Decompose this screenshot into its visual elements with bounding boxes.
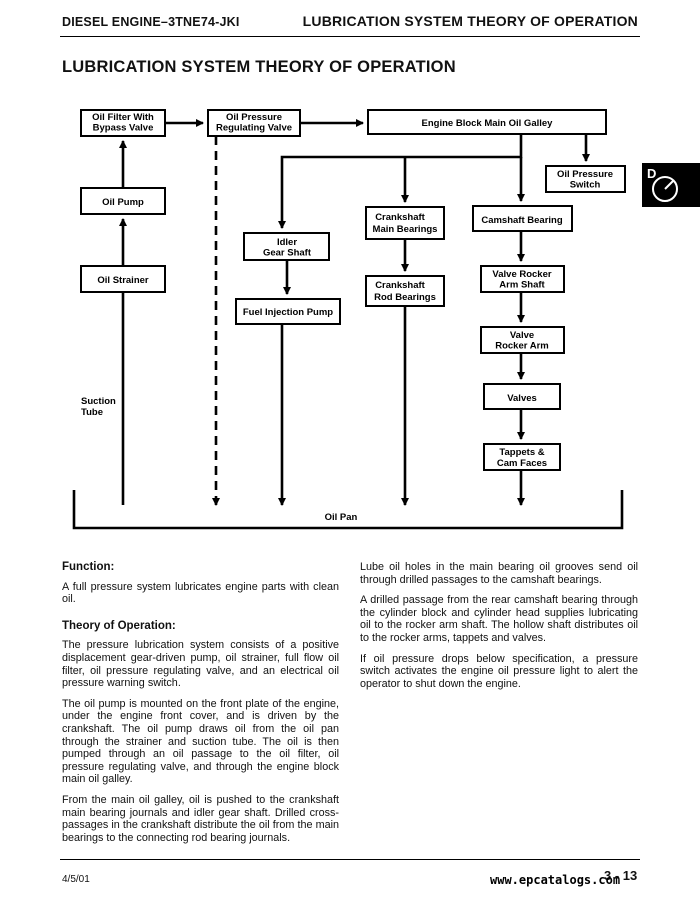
rocker-shaft-label-2: Arm Shaft	[499, 280, 545, 291]
engine-gauge-icon	[652, 176, 678, 202]
function-heading: Function:	[62, 561, 115, 573]
section-tab: D	[642, 163, 700, 207]
main-gallery-box	[367, 109, 607, 135]
fuel-pump-box	[235, 298, 341, 325]
crank-rod-label-1: Crankshaft	[375, 280, 425, 291]
rocker-shaft-box	[480, 265, 565, 293]
valves-box	[483, 383, 561, 410]
theory-paragraph-3: From the main oil galley, oil is pushed …	[62, 793, 339, 844]
footer-divider	[60, 859, 640, 860]
section-tab-label: D	[647, 166, 657, 181]
function-body: A full pressure system lubricates engine…	[62, 580, 339, 606]
pressure-switch-box	[545, 165, 626, 193]
suction-tube-label-1: Suction	[81, 396, 116, 407]
tappets-label-1: Tappets &	[499, 447, 544, 458]
footer-page-number: 3 - 13	[604, 868, 638, 883]
pressure-valve-box	[207, 109, 301, 137]
svg-text:Tappets &Cam Faces: Tappets &Cam Faces	[497, 447, 547, 469]
header-manual-title: DIESEL ENGINE–3TNE74-JKI	[62, 15, 240, 29]
header-divider	[60, 36, 640, 37]
pressure-valve-label-2: Regulating Valve	[216, 123, 292, 134]
oil-filter-label-2: Bypass Valve	[93, 123, 154, 134]
pressure-switch-label-1: Oil Pressure	[557, 169, 613, 180]
camshaft-box	[472, 205, 573, 232]
page-title: LUBRICATION SYSTEM THEORY OF OPERATION	[62, 58, 456, 76]
valves-label: Valves	[507, 393, 537, 404]
left-text-column: Function: A full pressure system lubrica…	[62, 561, 339, 852]
watermark-text: www.epcatalogs.com	[490, 873, 621, 887]
theory-paragraph-2: The oil pump is mounted on the front pla…	[62, 697, 339, 786]
idler-gear-label-1: Idler	[277, 237, 297, 248]
rocker-arm-label-2: Rocker Arm	[495, 341, 549, 352]
oil-pan-outline	[72, 490, 624, 530]
footer-date: 4/5/01	[62, 874, 90, 885]
crank-rod-label-2: Rod Bearings	[374, 292, 436, 303]
suction-tube-label-2: Tube	[81, 407, 103, 418]
header-section-title: LUBRICATION SYSTEM THEORY OF OPERATION	[302, 13, 638, 29]
pressure-valve-label-1: Oil Pressure	[226, 112, 282, 123]
fuel-pump-label: Fuel Injection Pump	[243, 307, 333, 318]
tappets-label-2: Cam Faces	[497, 458, 547, 469]
theory-paragraph-4: Lube oil holes in the main bearing oil g…	[360, 561, 638, 586]
main-gallery-label: Engine Block Main Oil Galley	[422, 118, 554, 129]
oil-filter-box	[80, 109, 166, 137]
oil-filter-label-1: Oil Filter With	[92, 112, 154, 123]
camshaft-label: Camshaft Bearing	[481, 215, 562, 226]
oil-strainer-label: Oil Strainer	[97, 275, 149, 286]
crank-main-box	[365, 206, 445, 240]
idler-gear-label-2: Gear Shaft	[263, 248, 312, 259]
theory-heading: Theory of Operation:	[62, 619, 176, 632]
theory-paragraph-6: If oil pressure drops below specificatio…	[360, 652, 638, 690]
rocker-arm-box	[480, 326, 565, 354]
crank-main-label-1: Crankshaft	[375, 212, 425, 223]
pressure-switch-label-2: Switch	[570, 180, 601, 191]
theory-paragraph-5: A drilled passage from the rear camshaft…	[360, 594, 638, 644]
right-text-column: Lube oil holes in the main bearing oil g…	[360, 561, 638, 698]
idler-gear-box	[243, 232, 330, 261]
oil-pump-label: Oil Pump	[102, 197, 144, 208]
oil-pan-label: Oil Pan	[325, 512, 358, 523]
rocker-shaft-label-1: Valve Rocker	[492, 269, 551, 280]
theory-paragraph-1: The pressure lubrication system consists…	[62, 639, 339, 690]
arrow-gallery-to-idler	[278, 134, 523, 229]
crank-rod-box	[365, 275, 445, 307]
tappets-box	[483, 443, 561, 471]
rocker-arm-label-1: Valve	[510, 330, 534, 341]
crank-main-label-2: Main Bearings	[373, 224, 438, 235]
oil-pump-box	[80, 187, 166, 215]
